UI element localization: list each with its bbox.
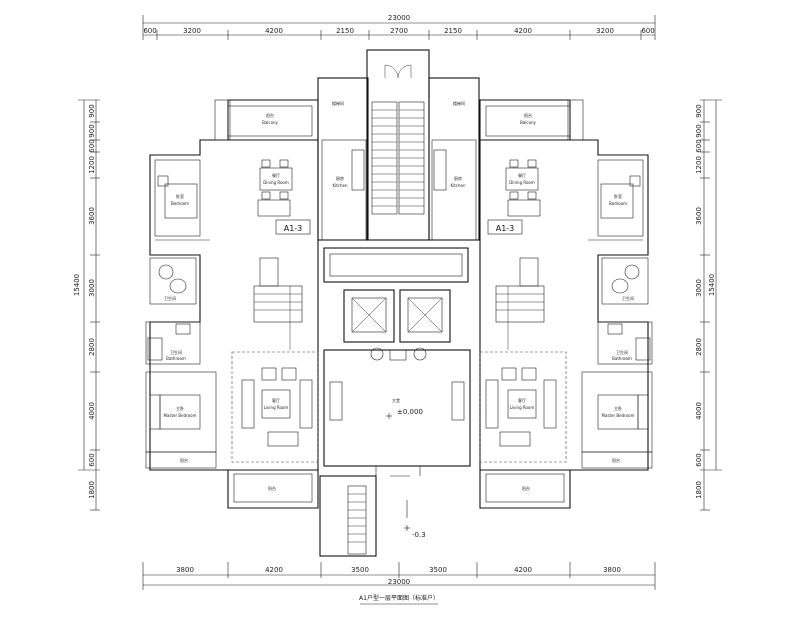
right-kitchen-en: Kitchen — [450, 183, 465, 188]
top-dim-7: 4200 — [514, 27, 532, 35]
top-dim-1: 600 — [143, 27, 156, 35]
lobby-level: ±0.000 — [397, 408, 423, 416]
right-master-cn: 主卧 — [614, 405, 622, 411]
stair-label-left: 楼梯间 — [332, 100, 344, 106]
right-dim-10: 1800 — [695, 481, 703, 499]
entry-level: -0.3 — [412, 531, 426, 539]
left-dining-cn: 餐厅 — [272, 172, 280, 178]
top-dim-2: 3200 — [183, 27, 201, 35]
drawing-title: A1户型一层平面图（标准户） — [359, 594, 439, 602]
top-dim-9: 600 — [641, 27, 654, 35]
central-core: 大堂 ±0.000 -0.3 楼梯间 楼梯间 — [317, 49, 480, 557]
right-bath-bottom-en: Bathroom — [612, 356, 632, 361]
left-balcony-top-en: Balcony — [262, 120, 278, 125]
right-bath-bottom-cn: 卫生间 — [616, 349, 628, 355]
left-bedroom-cn: 卧室 — [176, 193, 184, 199]
left-balcony-bed-cn: 阳台 — [180, 457, 188, 463]
bottom-dimension-chain: 3800 4200 3500 3500 4200 3800 23000 — [142, 562, 656, 590]
right-dimension-chain: 15400 900 900 600 1200 3600 3000 2800 40… — [695, 99, 722, 511]
bottom-dim-4: 3500 — [429, 566, 447, 574]
right-living-cn: 客厅 — [518, 397, 526, 403]
right-living-en: Living Room — [510, 405, 535, 410]
bottom-dim-3: 3500 — [351, 566, 369, 574]
left-bath-bottom-cn: 卫生间 — [170, 349, 182, 355]
left-dim-2: 900 — [88, 124, 96, 137]
left-dim-9: 600 — [88, 453, 96, 466]
left-dim-8: 4000 — [88, 402, 96, 420]
right-dim-6: 3000 — [695, 279, 703, 297]
left-balcony-top-cn: 阳台 — [266, 112, 274, 118]
right-dim-4: 1200 — [695, 156, 703, 174]
left-dim-6: 3000 — [88, 279, 96, 297]
right-unit-tag: A1-3 — [496, 224, 515, 233]
left-dim-1: 900 — [88, 104, 96, 117]
right-dim-3: 600 — [695, 139, 703, 152]
right-balcony-top-en: Balcony — [520, 120, 536, 125]
left-bath-top-cn: 卫生间 — [164, 295, 176, 301]
left-dim-4: 1200 — [88, 156, 96, 174]
bottom-dim-1: 3800 — [176, 566, 194, 574]
right-total-dimension: 15400 — [708, 274, 716, 296]
bottom-total-dimension: 23000 — [388, 578, 410, 586]
bottom-dim-2: 4200 — [265, 566, 283, 574]
right-balcony-bottom-cn: 阳台 — [522, 485, 530, 491]
right-bedroom-cn: 卧室 — [614, 193, 622, 199]
top-dim-5: 2700 — [390, 27, 408, 35]
right-balcony-bed-cn: 阳台 — [612, 457, 620, 463]
right-dim-1: 900 — [695, 104, 703, 117]
left-unit: 阳台 Balcony 餐厅 Dining Room 厨房 Kitchen A1-… — [145, 99, 367, 509]
left-total-dimension: 15400 — [73, 274, 81, 296]
left-master-cn: 主卧 — [176, 405, 184, 411]
right-dining-en: Dining Room — [509, 180, 535, 185]
left-kitchen-cn: 厨房 — [336, 175, 344, 181]
left-kitchen-en: Kitchen — [332, 183, 347, 188]
right-bedroom-en: Bedroom — [609, 201, 627, 206]
left-dining-en: Dining Room — [263, 180, 289, 185]
top-dim-4: 2150 — [336, 27, 354, 35]
bottom-dim-6: 3800 — [603, 566, 621, 574]
left-dim-10: 1800 — [88, 481, 96, 499]
right-master-en: Master Bedroom — [601, 413, 634, 418]
left-unit-tag: A1-3 — [284, 224, 303, 233]
left-bath-bottom-en: Bathroom — [166, 356, 186, 361]
left-living-en: Living Room — [264, 405, 289, 410]
lobby-label: 大堂 — [392, 397, 400, 403]
left-bedroom-en: Bedroom — [171, 201, 189, 206]
top-dim-3: 4200 — [265, 27, 283, 35]
left-master-en: Master Bedroom — [163, 413, 196, 418]
left-living-cn: 客厅 — [272, 397, 280, 403]
right-balcony-top-cn: 阳台 — [524, 112, 532, 118]
right-bath-top-cn: 卫生间 — [622, 295, 634, 301]
top-dimension-chain: 23000 600 3200 4200 2150 2700 2150 4200 … — [142, 14, 656, 40]
right-unit: 阳台 Balcony 餐厅 Dining Room 厨房 Kitchen A1-… — [431, 99, 653, 509]
bottom-dim-5: 4200 — [514, 566, 532, 574]
top-dim-6: 2150 — [444, 27, 462, 35]
right-dim-2: 900 — [695, 124, 703, 137]
right-dim-5: 3600 — [695, 207, 703, 225]
right-dim-8: 4000 — [695, 402, 703, 420]
top-total-dimension: 23000 — [388, 14, 410, 22]
left-dimension-chain: 15400 900 900 600 1200 3600 3000 2800 40… — [73, 99, 100, 511]
right-dim-9: 600 — [695, 453, 703, 466]
left-dim-5: 3600 — [88, 207, 96, 225]
left-dim-3: 600 — [88, 139, 96, 152]
left-balcony-bottom-cn: 阳台 — [268, 485, 276, 491]
left-dim-7: 2800 — [88, 338, 96, 356]
right-kitchen-cn: 厨房 — [454, 175, 462, 181]
right-dining-cn: 餐厅 — [518, 172, 526, 178]
stair-label-right: 楼梯间 — [453, 100, 465, 106]
right-dim-7: 2800 — [695, 338, 703, 356]
top-dim-8: 3200 — [596, 27, 614, 35]
